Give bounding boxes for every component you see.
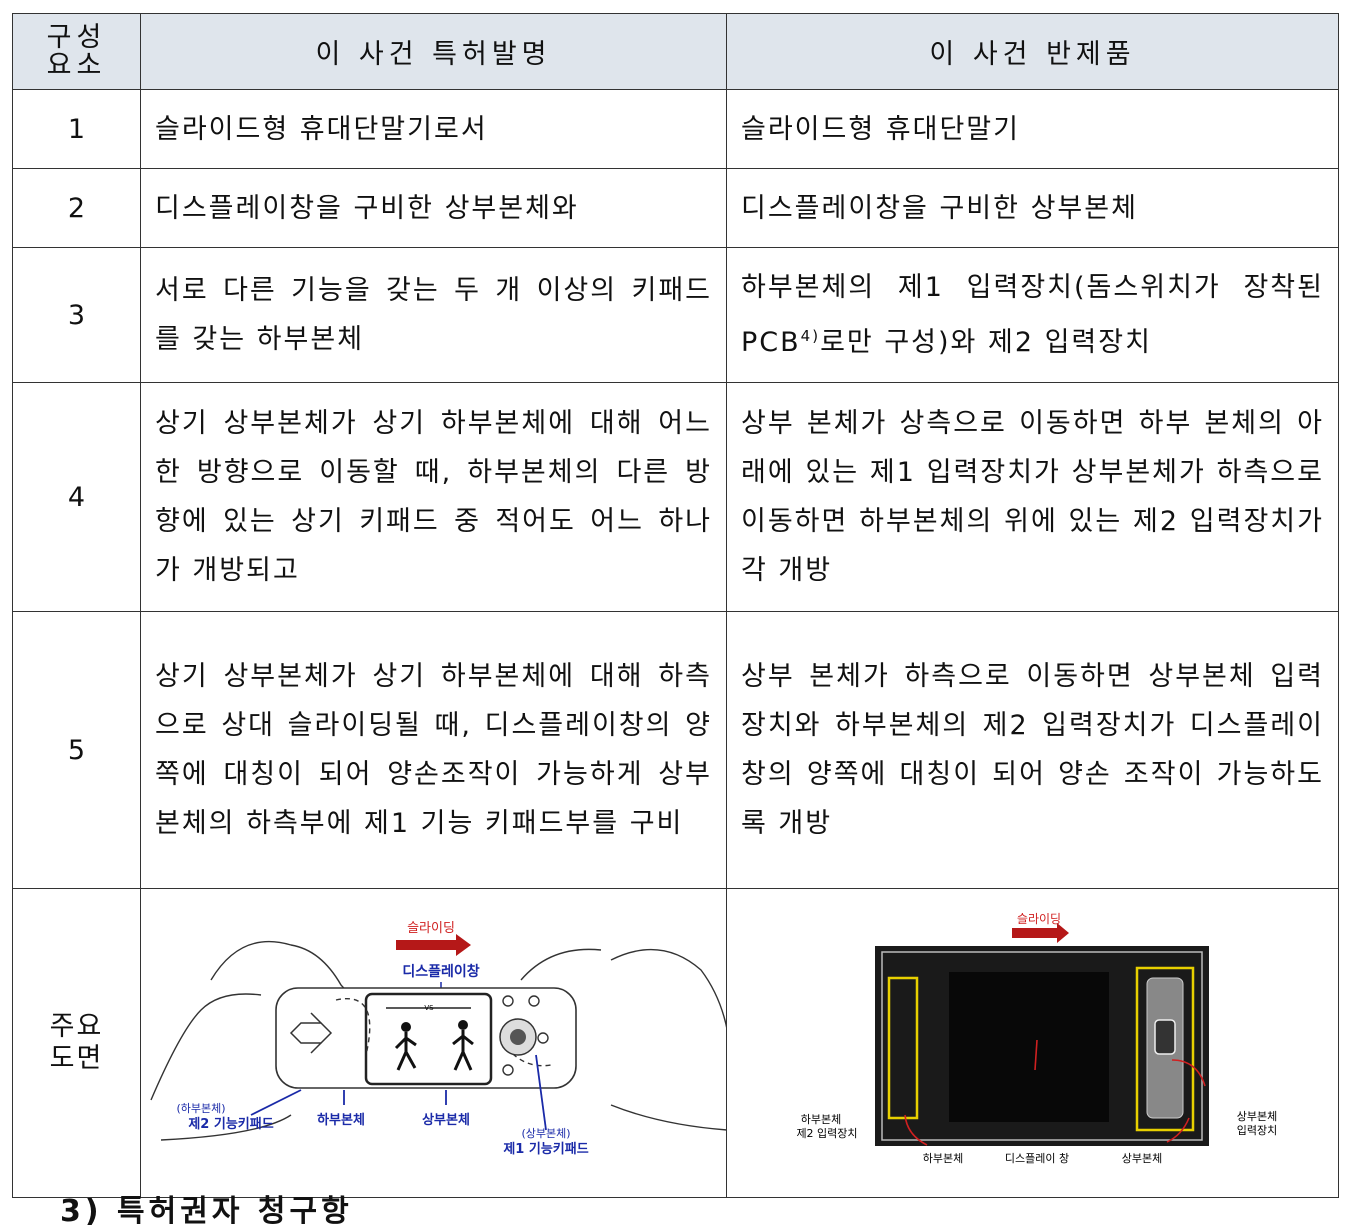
product-text: 로만 구성)와 제2 입력장치 (820, 327, 1152, 358)
header-row: 구성 요소 이 사건 특허발명 이 사건 반제품 (12, 13, 1339, 90)
header-product: 이 사건 반제품 (726, 13, 1339, 90)
upper-input-highlight (1135, 966, 1195, 1132)
patent-cell: 상기 상부본체가 상기 하부본체에 대해 하측으로 상대 슬라이딩될 때, 디스… (140, 611, 727, 889)
footnote-ref[interactable]: 4) (800, 327, 821, 345)
upper-body-label: 상부본체 (1122, 1152, 1162, 1165)
display-area (949, 972, 1109, 1122)
second-keypad-label: 제2 기능키패드 (188, 1117, 273, 1132)
table-row: 1 슬라이드형 휴대단말기로서 슬라이드형 휴대단말기 (12, 89, 1339, 169)
table-row: 3 서로 다른 기능을 갖는 두 개 이상의 키패드를 갖는 하부본체 하부본체… (12, 247, 1339, 383)
patent-drawing: 슬라이딩 디스플레이창 VS (150, 921, 727, 1157)
row-number: 3 (12, 247, 141, 383)
header-patent: 이 사건 특허발명 (140, 13, 727, 90)
row-number: 5 (12, 611, 141, 889)
product-cell: 상부 본체가 상측으로 이동하면 하부 본체의 아래에 있는 제1 입력장치가 … (726, 382, 1339, 612)
slide-label: 슬라이딩 (1017, 912, 1061, 926)
product-cell: 상부 본체가 하측으로 이동하면 상부본체 입력장치와 하부본체의 제2 입력장… (726, 611, 1339, 889)
upper-input-label-1: 상부본체 (1237, 1110, 1277, 1123)
display-label: 디스플레이 창 (1005, 1152, 1069, 1165)
patent-cell: 디스플레이창을 구비한 상부본체와 (140, 168, 727, 248)
patent-cell: 서로 다른 기능을 갖는 두 개 이상의 키패드를 갖는 하부본체 (140, 247, 727, 383)
slide-arrow-icon (1012, 923, 1069, 943)
vs-label: VS (424, 1004, 434, 1012)
product-text: 하부본체의 제1 입력장치(돔스위치가 장착된 PCB (741, 272, 1324, 358)
patent-figure-cell: 슬라이딩 디스플레이창 VS (140, 888, 727, 1198)
first-keypad-label: 제1 기능키패드 (503, 1142, 588, 1157)
comparison-table: 구성 요소 이 사건 특허발명 이 사건 반제품 1 슬라이드형 휴대단말기로서… (12, 13, 1339, 1198)
patent-cell: 상기 상부본체가 상기 하부본체에 대해 어느 한 방향으로 이동할 때, 하부… (140, 382, 727, 612)
lower-body-paren-label: (하부본체) (176, 1101, 225, 1115)
patent-cell: 슬라이드형 휴대단말기로서 (140, 89, 727, 169)
table-row: 5 상기 상부본체가 상기 하부본체에 대해 하측으로 상대 슬라이딩될 때, … (12, 611, 1339, 889)
figure-row: 주요 도면 슬라이딩 디스플레이창 VS (12, 888, 1339, 1198)
slide-label: 슬라이딩 (407, 921, 455, 936)
lower-body-label: 하부본체 (317, 1112, 365, 1128)
section-heading: 3) 특허권자 청구항 (60, 1194, 353, 1229)
product-figure-cell: 슬라이딩 하부본체 제2 입력장치 하부본체 디스플레이 창 (726, 888, 1339, 1198)
product-cell: 하부본체의 제1 입력장치(돔스위치가 장착된 PCB4)로만 구성)와 제2 … (726, 247, 1339, 383)
row-number: 4 (12, 382, 141, 612)
lower-input-label-2: 제2 입력장치 (796, 1127, 857, 1140)
lower-input-highlight (887, 976, 919, 1120)
table-row: 4 상기 상부본체가 상기 하부본체에 대해 어느 한 방향으로 이동할 때, … (12, 382, 1339, 612)
upper-input-label-2: 입력장치 (1237, 1124, 1277, 1137)
upper-body-label: 상부본체 (422, 1113, 470, 1128)
lower-body-label: 하부본체 (923, 1151, 963, 1165)
row-number: 2 (12, 168, 141, 248)
upper-body-paren-label: (상부본체) (521, 1127, 570, 1140)
header-element: 구성 요소 (12, 13, 141, 90)
lower-input-label-1: 하부본체 (801, 1112, 841, 1126)
figure-row-label: 주요 도면 (12, 888, 141, 1198)
display-label: 디스플레이창 (402, 963, 479, 980)
slide-arrow-icon (396, 934, 471, 956)
product-cell: 슬라이드형 휴대단말기 (726, 89, 1339, 169)
row-number: 1 (12, 89, 141, 169)
product-cell: 디스플레이창을 구비한 상부본체 (726, 168, 1339, 248)
product-photo: 슬라이딩 하부본체 제2 입력장치 하부본체 디스플레이 창 (796, 912, 1277, 1165)
table-row: 2 디스플레이창을 구비한 상부본체와 디스플레이창을 구비한 상부본체 (12, 168, 1339, 248)
